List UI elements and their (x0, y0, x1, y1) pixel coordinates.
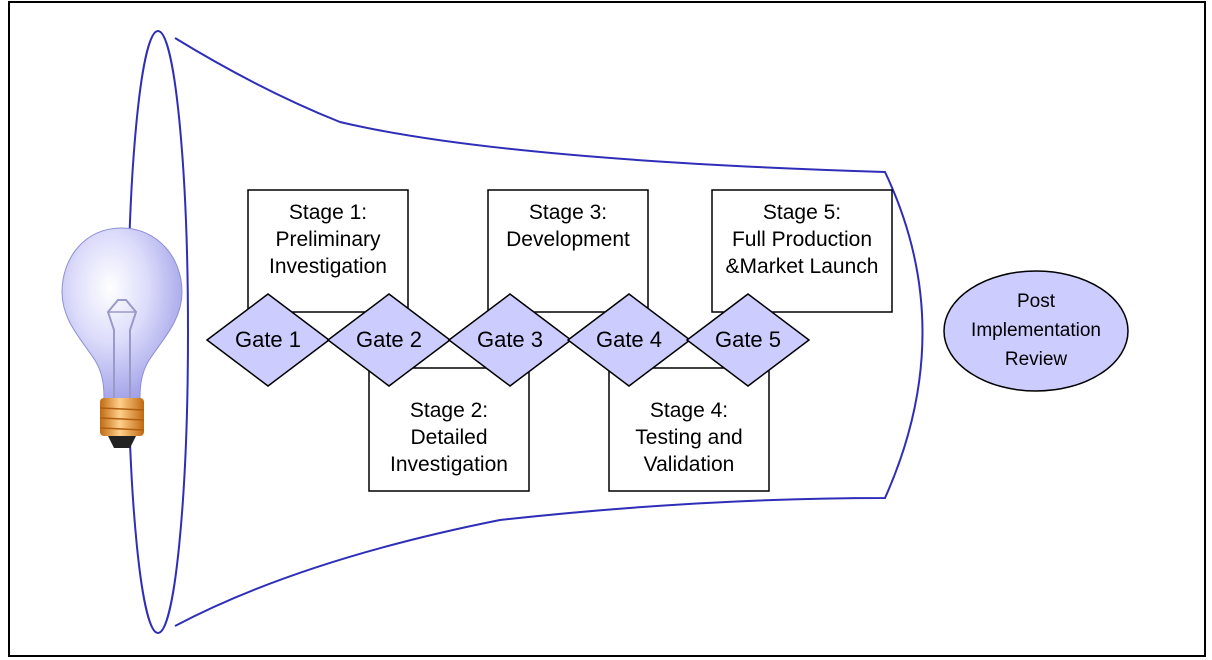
gate-4: Gate 4 (566, 293, 692, 387)
stage-3-line-2: Development (506, 228, 630, 251)
stage-4-line-1: Stage 4: (650, 399, 728, 422)
stage-4-line-2: Testing and (635, 426, 742, 449)
stage-5-line-2: Full Production (732, 228, 872, 251)
stage-5-line-3: &Market Launch (726, 255, 879, 278)
post-implementation-review: Post Implementation Review (943, 270, 1129, 392)
gate-4-label: Gate 4 (596, 327, 662, 352)
stage-4-box: Stage 4: Testing and Validation (608, 367, 770, 492)
stage-4-line-3: Validation (644, 453, 735, 476)
stage-2-line-1: Stage 2: (410, 399, 488, 422)
funnel-outline (174, 37, 924, 627)
stage-2-box: Stage 2: Detailed Investigation (368, 367, 530, 492)
gate-3: Gate 3 (447, 293, 573, 387)
stage-1-line-1: Stage 1: (289, 201, 367, 224)
gate-5-label: Gate 5 (715, 327, 781, 352)
review-line-1: Post (1017, 291, 1056, 312)
gate-2-label: Gate 2 (356, 327, 422, 352)
review-line-2: Implementation (971, 320, 1101, 341)
gate-2: Gate 2 (326, 293, 452, 387)
stage-5-box: Stage 5: Full Production &Market Launch (711, 189, 893, 313)
light-bulb-icon (61, 227, 183, 448)
stage-1-line-3: Investigation (269, 255, 387, 278)
stage-3-box: Stage 3: Development (487, 189, 649, 313)
stage-2-line-3: Investigation (390, 453, 508, 476)
stage-2-line-2: Detailed (410, 426, 487, 449)
stage-5-line-1: Stage 5: (763, 201, 841, 224)
gate-1-label: Gate 1 (235, 327, 301, 352)
stage-1-line-2: Preliminary (275, 228, 381, 251)
stage-3-line-1: Stage 3: (529, 201, 607, 224)
gate-5: Gate 5 (685, 293, 811, 387)
gate-3-label: Gate 3 (477, 327, 543, 352)
gate-1: Gate 1 (205, 293, 331, 387)
stage-1-box: Stage 1: Preliminary Investigation (247, 189, 409, 313)
review-line-3: Review (1005, 349, 1068, 370)
